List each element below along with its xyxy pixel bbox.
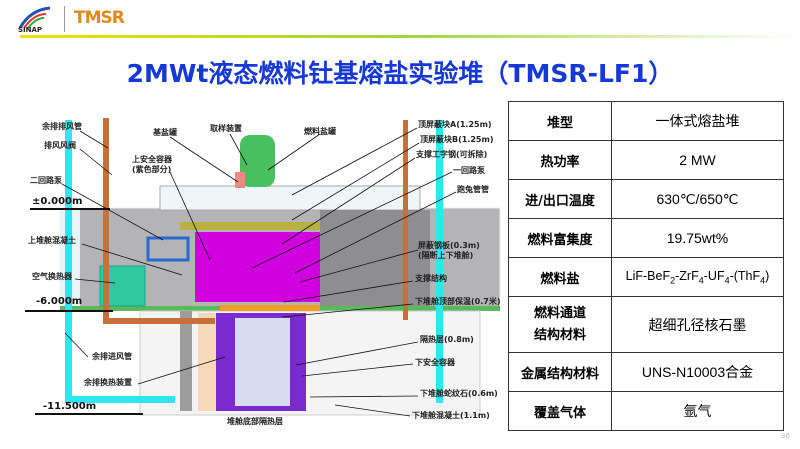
- tmsr-logo: TMSR: [74, 8, 125, 28]
- label-upper-concrete: 上堆舱混凝土: [28, 236, 76, 245]
- label-base-salt-tank: 基盐罐: [153, 128, 177, 137]
- label-exhaust-pipe: 余排排风管: [42, 122, 82, 131]
- param-key: 燃料富集度: [508, 218, 612, 258]
- formula-sub: 2: [670, 275, 676, 286]
- formula-part: -ZrF: [675, 268, 699, 283]
- formula-part: ): [765, 268, 770, 283]
- label-shield-b: 顶屏蔽块B(1.25m): [420, 135, 494, 144]
- table-row: 堆型一体式熔盐堆: [508, 101, 784, 141]
- formula-part: -UF: [703, 268, 725, 283]
- formula-sub: 4: [760, 275, 766, 286]
- table-row: 覆盖气体氩气: [508, 391, 784, 431]
- param-key: 堆型: [508, 101, 612, 141]
- label-support-structure: 支撑结构: [415, 274, 447, 283]
- label-residual-hx: 余排换热装置: [84, 378, 132, 387]
- sinap-logo-text: SINAP: [18, 26, 43, 34]
- label-upper-containment: 上安全容器: [132, 155, 172, 164]
- label-rabbit-pipe: 跑兔管管: [457, 185, 489, 194]
- level-minus-11-5m: -11.500m: [43, 401, 97, 412]
- param-key: 覆盖气体: [508, 391, 612, 431]
- level-minus-6m: -6.000m: [36, 296, 83, 307]
- header-gradient-line: [20, 35, 800, 38]
- label-shield-a: 顶屏蔽块A(1.25m): [418, 120, 492, 129]
- param-value: 一体式熔盐堆: [611, 101, 784, 141]
- label-bottom-insulation: 堆舱底部隔热层: [227, 417, 283, 426]
- label-serpentine: 下堆舱蛇纹石(0.6m): [420, 389, 498, 398]
- param-key: 金属结构材料: [508, 352, 612, 392]
- param-key: 燃料通道结构材料: [508, 296, 612, 353]
- label-lower-containment: 下安全容器: [415, 358, 455, 367]
- param-key: 热功率: [508, 140, 612, 180]
- label-secondary-pump: 二回路泵: [30, 176, 62, 185]
- page-number: 36: [781, 432, 790, 440]
- sinap-logo: SINAP: [16, 4, 58, 34]
- label-air-hx: 空气换热器: [32, 272, 72, 281]
- param-value-formula: LiF-BeF2-ZrF4-UF4-(ThF4): [611, 257, 784, 297]
- param-key-line: 结构材料: [533, 327, 586, 343]
- param-value: 2 MW: [611, 140, 784, 180]
- param-value: 氩气: [611, 391, 784, 431]
- label-sampling: 取样装置: [210, 124, 242, 133]
- label-upper-containment-note: (紫色部分): [132, 165, 172, 174]
- param-key: 燃料盐: [508, 257, 612, 297]
- param-value: 630℃/650℃: [611, 179, 784, 219]
- formula-sub: 4: [698, 275, 704, 286]
- table-row: 燃料通道结构材料超细孔径核石墨: [508, 296, 784, 353]
- table-row: 燃料盐 LiF-BeF2-ZrF4-UF4-(ThF4): [508, 257, 784, 297]
- logo-divider: [64, 6, 65, 32]
- level-0m: ±0.000m: [32, 196, 83, 207]
- label-intake-pipe: 余排进风管: [92, 352, 132, 361]
- page-title: 2MWt液态燃料钍基熔盐实验堆（TMSR-LF1）: [126, 59, 674, 88]
- label-primary-pump: 一回路泵: [453, 166, 485, 175]
- label-insulation: 隔热层(0.8m): [420, 335, 474, 344]
- reactor-diagram: [25, 118, 501, 417]
- label-steel-plate: 屏蔽钢板(0.3m): [418, 241, 480, 250]
- label-lower-top-insulation: 下堆舱顶部保温(0.7米): [415, 297, 501, 306]
- param-value: 超细孔径核石墨: [611, 296, 784, 353]
- formula-part: -(ThF: [729, 268, 761, 283]
- label-steel-plate-note: (隔断上下堆舱): [418, 251, 474, 260]
- param-key: 进/出口温度: [508, 179, 612, 219]
- formula-sub: 4: [724, 275, 730, 286]
- label-support-beam: 支撑工字钢(可拆除): [416, 150, 488, 159]
- label-fuel-salt-tank: 燃料盐罐: [304, 127, 336, 136]
- param-key-line: 燃料通道: [533, 305, 586, 321]
- label-lower-concrete: 下堆舱混凝土(1.1m): [412, 411, 490, 420]
- param-value: UNS-N10003合金: [611, 352, 784, 392]
- param-value: 19.75wt%: [611, 218, 784, 258]
- label-exhaust-valve: 排风风阀: [44, 141, 76, 150]
- formula-part: LiF-BeF: [625, 268, 671, 283]
